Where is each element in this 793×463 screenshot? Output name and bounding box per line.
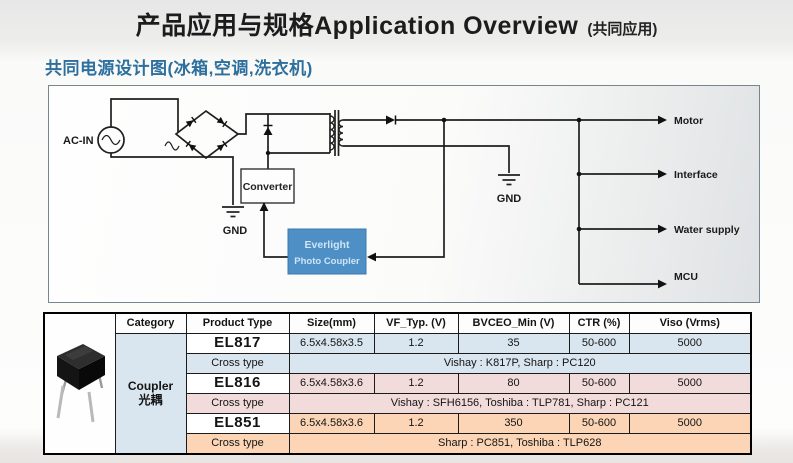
fuse-icon: [164, 141, 180, 151]
cross-type-label: Cross type: [185, 433, 290, 455]
product-name-cell: EL817: [185, 333, 290, 354]
title-row: 产品应用与规格Application Overview (共同应用): [0, 6, 793, 42]
size-cell: 6.5x4.58x3.6: [288, 373, 375, 394]
header-cell-size: Size(mm): [288, 312, 375, 334]
optocoupler-photo: [56, 343, 106, 423]
bridge-diode-icon: [185, 140, 197, 152]
header-cell-vf: VF_Typ. (V): [373, 312, 459, 334]
vf-cell: 1.2: [373, 333, 459, 354]
wire: [110, 153, 234, 205]
output-label-motor: Motor: [674, 115, 703, 127]
product-name-cell: EL816: [185, 373, 290, 394]
ctr-cell: 50-600: [568, 413, 630, 434]
viso-cell: 5000: [628, 333, 752, 354]
arrowhead-icon: [658, 279, 667, 289]
size-cell: 6.5x4.58x3.6: [288, 413, 375, 434]
section-subtitle: 共同电源设计图(冰箱,空调,洗衣机): [45, 59, 313, 78]
bridge-diode-icon: [216, 116, 228, 128]
product-name-cell: EL851: [185, 413, 290, 434]
bridge-diode-icon: [185, 116, 197, 128]
cross-row-el816: Cross type Vishay : SFH6156, Toshiba : T…: [44, 393, 752, 414]
wire: [238, 113, 330, 135]
header-cell-product-type: Product Type: [185, 312, 290, 334]
gnd-label: GND: [497, 193, 522, 205]
package-photo-cell: [43, 312, 116, 455]
junction-dot: [576, 226, 582, 232]
cross-row-el851: Cross type Sharp : PC851, Toshiba : TLP6…: [44, 433, 752, 455]
product-row-el817: Coupler 光耦 EL817 6.5x4.58x3.5 1.2 35 50-…: [44, 333, 752, 455]
arrowhead-icon: [367, 252, 376, 262]
spec-table: Category Product Type Size(mm) VF_Typ. (…: [43, 312, 752, 455]
product-row-el816: EL816 6.5x4.58x3.6 1.2 80 50-600 5000: [44, 373, 752, 394]
junction-dot: [576, 171, 582, 177]
bvceo-cell: 35: [457, 333, 570, 354]
page-title-suffix: (共同应用): [587, 21, 658, 38]
arrowhead-icon: [658, 115, 667, 125]
circuit-diagram: GND GND AC-IN Converter Everlight Photo …: [63, 98, 740, 289]
header-cell-viso: Viso (Vrms): [628, 312, 752, 334]
size-cell: 6.5x4.58x3.5: [288, 333, 375, 354]
cross-type-value: Sharp : PC851, Toshiba : TLP628: [288, 433, 752, 455]
sine-wave-icon: [101, 134, 121, 146]
wire: [343, 145, 510, 173]
output-label-interface: Interface: [674, 169, 718, 181]
ground-icon: [222, 206, 244, 218]
arrowhead-icon: [259, 202, 269, 211]
viso-cell: 5000: [628, 373, 752, 394]
diode-icon: [263, 124, 273, 135]
cross-type-value: Vishay : K817P, Sharp : PC120: [288, 353, 752, 374]
vf-cell: 1.2: [373, 413, 459, 434]
arrowhead-icon: [658, 169, 667, 179]
circuit-panel: GND GND AC-IN Converter Everlight Photo …: [48, 85, 760, 303]
cross-type-label: Cross type: [185, 353, 290, 374]
output-label-mcu: MCU: [674, 271, 698, 283]
junction-dot: [441, 117, 447, 123]
wire: [375, 120, 445, 258]
product-row-el851: EL851 6.5x4.58x3.6 1.2 350 50-600 5000: [44, 413, 752, 434]
photo-coupler-box: Everlight Photo Coupler: [287, 228, 367, 275]
category-label-en: Coupler: [127, 379, 174, 394]
bridge-diode-icon: [216, 140, 228, 152]
bvceo-cell: 80: [457, 373, 570, 394]
ac-in-label: AC-IN: [63, 135, 94, 147]
cross-type-label: Cross type: [185, 393, 290, 414]
ctr-cell: 50-600: [568, 373, 630, 394]
converter-box: Converter: [240, 168, 295, 204]
header-cell-category: Category: [114, 312, 187, 334]
cross-type-value: Vishay : SFH6156, Toshiba : TLP781, Shar…: [288, 393, 752, 414]
wire: [110, 98, 179, 133]
category-label-cn: 光耦: [138, 392, 163, 407]
ctr-cell: 50-600: [568, 333, 630, 354]
bvceo-cell: 350: [457, 413, 570, 434]
bridge-rectifier-icon: [174, 109, 240, 160]
category-cell: Coupler 光耦: [114, 333, 187, 455]
diode-icon: [386, 115, 397, 125]
junction-dot: [576, 117, 582, 123]
junction-dot: [265, 150, 271, 156]
header-cell-bvceo: BVCEO_Min (V): [457, 312, 570, 334]
converter-label: Converter: [243, 181, 293, 193]
arrowhead-icon: [658, 224, 667, 234]
cross-row-el817: Cross type Vishay : K817P, Sharp : PC120: [44, 353, 752, 374]
output-label-water-supply: Water supply: [674, 224, 740, 236]
coupler-type-label: Photo Coupler: [294, 256, 360, 267]
header-cell-ctr: CTR (%): [568, 312, 630, 334]
coupler-brand-label: Everlight: [305, 239, 350, 251]
vf-cell: 1.2: [373, 373, 459, 394]
viso-cell: 5000: [628, 413, 752, 434]
table-header-row: Category Product Type Size(mm) VF_Typ. (…: [43, 312, 752, 455]
ground-icon: [498, 174, 520, 186]
gnd-label: GND: [223, 225, 248, 237]
wire: [263, 210, 288, 258]
page-title: 产品应用与规格Application Overview: [135, 12, 579, 40]
transformer-icon: [329, 110, 344, 156]
